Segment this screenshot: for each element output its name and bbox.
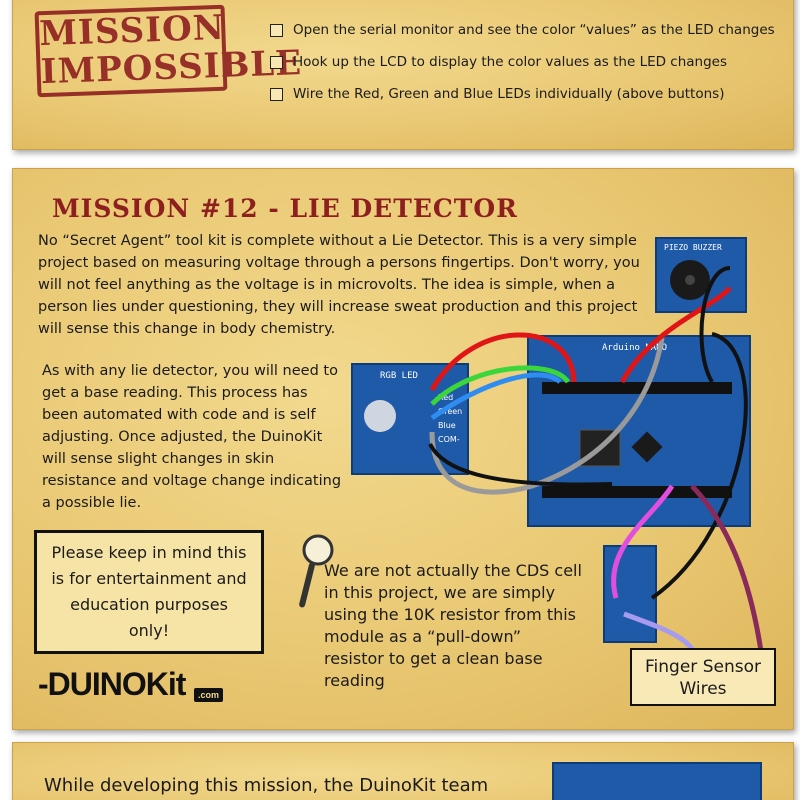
- checklist-item[interactable]: Open the serial monitor and see the colo…: [270, 14, 775, 46]
- wire-pink: [611, 484, 675, 599]
- magnifier-icon: [299, 534, 334, 608]
- pin-label: Blue: [438, 421, 456, 430]
- pin-label: Green: [438, 407, 462, 416]
- mission-checklist: Open the serial monitor and see the colo…: [270, 14, 775, 110]
- pin-label: COM-: [438, 435, 460, 444]
- entertainment-notice: Please keep in mind this is for entertai…: [34, 530, 264, 654]
- checklist-item-label: Wire the Red, Green and Blue LEDs indivi…: [293, 86, 725, 102]
- wire-gray: [429, 337, 665, 495]
- mission-panel-bottom: While developing this mission, the Duino…: [12, 742, 794, 800]
- wire-blue: [430, 372, 562, 421]
- rgb-module-label: RGB LED: [380, 371, 418, 381]
- header-top: [542, 382, 732, 394]
- wire-green: [430, 365, 571, 406]
- wiring-diagram: PIEZO BUZZER Arduino NANO RGB LED Red Gr…: [351, 237, 765, 659]
- bottom-paragraph: While developing this mission, the Duino…: [44, 775, 489, 796]
- wire-red: [429, 332, 577, 392]
- wire-black-sensor: [650, 332, 748, 600]
- piezo-label: PIEZO BUZZER: [664, 243, 722, 252]
- header-bottom: [542, 486, 732, 498]
- checklist-item-label: Open the serial monitor and see the colo…: [293, 22, 775, 38]
- led-icon: [364, 400, 396, 432]
- cds-note: We are not actually the CDS cell in this…: [324, 561, 582, 690]
- intro-paragraph: No “Secret Agent” tool kit is complete w…: [38, 233, 640, 337]
- pin-label: Red: [438, 393, 453, 402]
- checkbox[interactable]: [270, 87, 283, 101]
- mission-impossible-stamp: MISSION IMPOSSIBLE: [34, 4, 303, 98]
- checklist-item[interactable]: Wire the Red, Green and Blue LEDs indivi…: [270, 78, 775, 110]
- checklist-item[interactable]: Hook up the LCD to display the color val…: [270, 46, 775, 78]
- arduino-nano-board: [552, 762, 762, 800]
- wire-red-piezo: [619, 286, 732, 384]
- arduino-label: Arduino NANO: [602, 343, 667, 353]
- base-reading-paragraph: As with any lie detector, you will need …: [42, 363, 342, 511]
- checklist-item-label: Hook up the LCD to display the color val…: [293, 54, 728, 70]
- duinokit-logo: -DUINOKit .com: [38, 666, 238, 706]
- finger-sensor-label: Finger Sensor Wires: [630, 648, 776, 706]
- logo-text: -DUINOKit: [38, 666, 186, 702]
- mission-title: MISSION #12 - LIE DETECTOR: [52, 194, 518, 223]
- chip-icon: [631, 431, 663, 463]
- wire-maroon: [690, 484, 765, 659]
- mission-panel-top: MISSION IMPOSSIBLE Open the serial monit…: [12, 0, 794, 150]
- wire-black-piezo: [699, 266, 731, 384]
- stamp-line-2: IMPOSSIBLE: [39, 43, 303, 93]
- logo-tag: .com: [194, 688, 224, 702]
- checkbox[interactable]: [270, 55, 283, 69]
- mission-panel-main: PIEZO BUZZER Arduino NANO RGB LED Red Gr…: [12, 168, 794, 730]
- wire-black-rgb: [428, 443, 613, 487]
- sensor-module: [603, 545, 657, 643]
- checkbox[interactable]: [270, 23, 283, 37]
- notice-text: Please keep in mind this is for entertai…: [51, 543, 247, 640]
